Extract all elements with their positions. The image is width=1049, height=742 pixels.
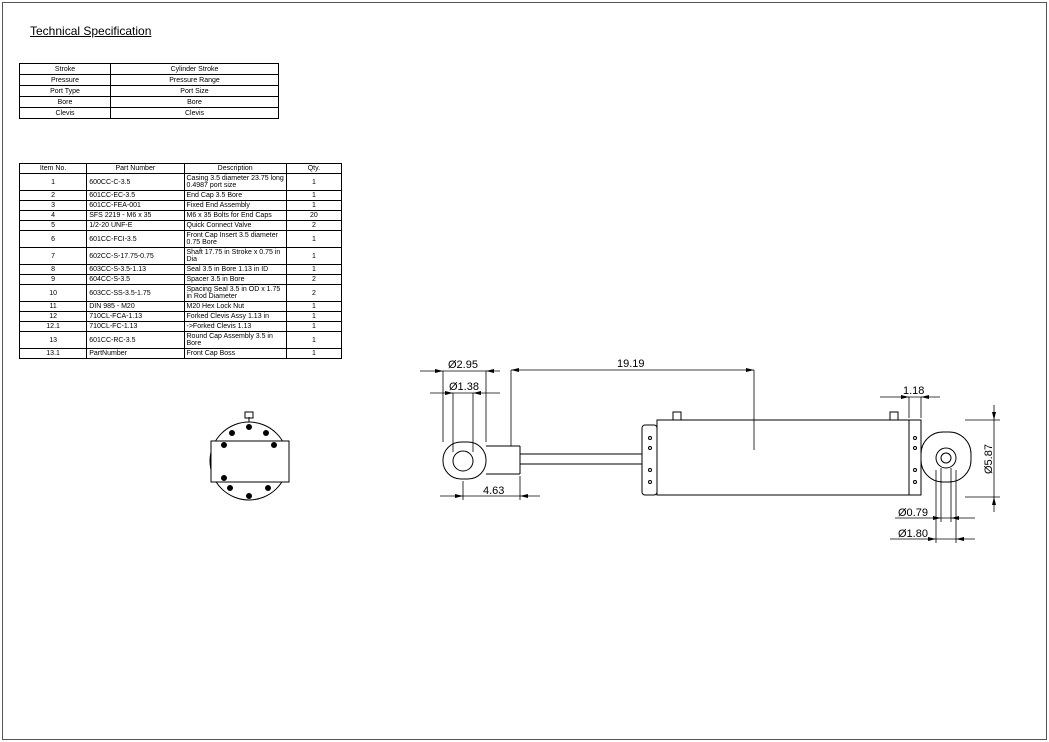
bom-qty: 2 [285, 284, 343, 302]
side-view [442, 411, 972, 496]
dim-body-diameter-label: Ø5.87 [983, 444, 995, 474]
end-view [209, 411, 290, 501]
bom-qty: 1 [285, 348, 343, 359]
dim-cap-width-label: 1.18 [903, 385, 924, 397]
dim-stroke-label: 19.19 [617, 358, 645, 370]
dim-pin-outer-label: Ø1.80 [898, 528, 928, 540]
dim-clevis-outer-label: Ø2.95 [448, 359, 478, 371]
dim-clevis-inner-label: Ø1.38 [449, 381, 479, 393]
dimension-lines [420, 369, 1000, 543]
dimension-arrows [435, 368, 996, 541]
dim-rod-offset-label: 4.63 [483, 485, 504, 497]
page-title: Technical Specification [30, 24, 152, 38]
bom-description: Round Cap Assembly 3.5 in Bore [183, 331, 287, 349]
dimension-labels: Ø2.95 Ø1.38 19.19 4.63 1.18 Ø5.87 Ø0.79 … [448, 358, 995, 540]
dim-pin-inner-label: Ø0.79 [898, 507, 928, 519]
spec-value: Clevis [110, 107, 279, 119]
